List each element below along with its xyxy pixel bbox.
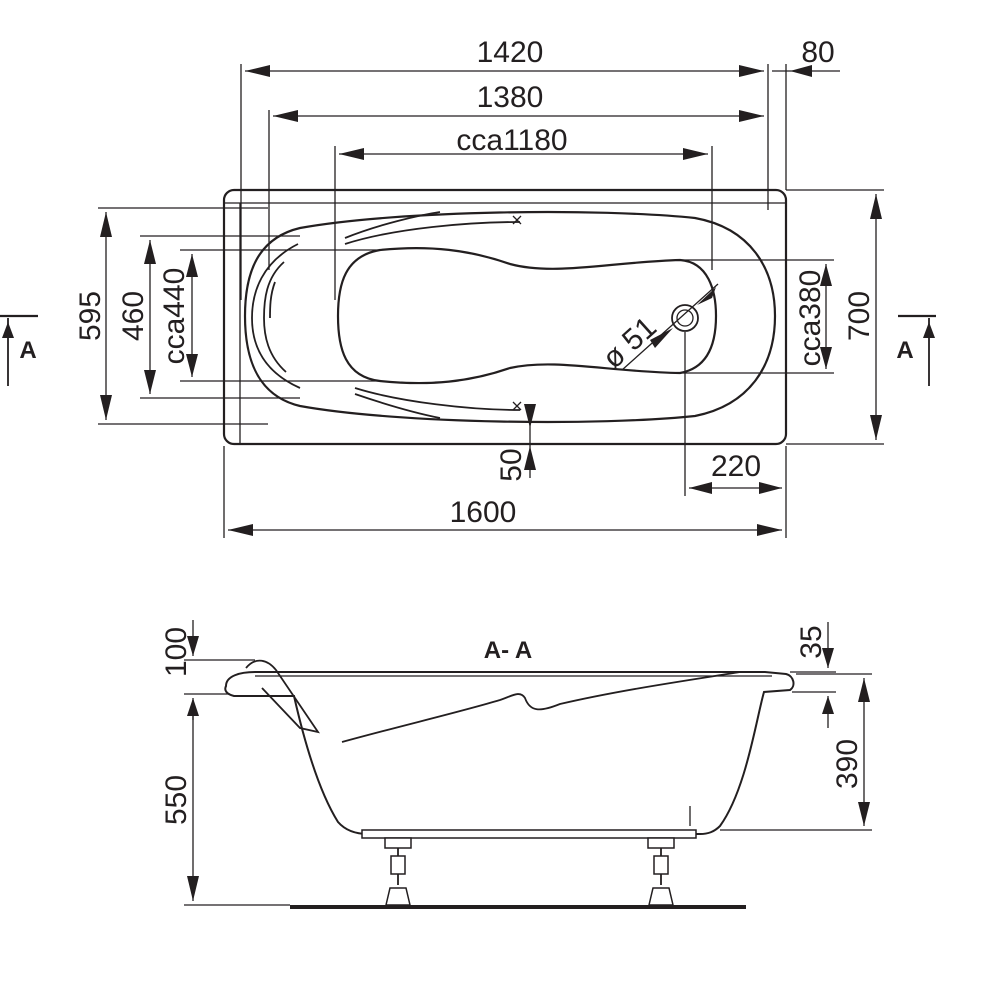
tub-outer-basin <box>243 210 777 424</box>
section-view: A- A 100 <box>160 620 872 909</box>
svg-text:A: A <box>19 337 36 364</box>
floor-line <box>290 905 746 909</box>
dim-cca380: cca380 <box>794 270 827 367</box>
tub-outer-rim <box>222 188 788 446</box>
tub-section-body <box>224 671 795 835</box>
support-leg-right <box>647 837 675 906</box>
dim-390: 390 <box>831 739 864 789</box>
dim-drain-diameter: ø 51 <box>596 311 663 376</box>
dim-80: 80 <box>801 36 834 69</box>
dim-220: 220 <box>711 450 761 483</box>
dim-35: 35 <box>795 625 828 658</box>
tub-base-plate <box>361 829 697 839</box>
section-marker-left: A <box>0 314 38 386</box>
dim-cca440: cca440 <box>158 268 191 365</box>
top-view: 1420 80 1380 cca1180 1600 220 <box>0 36 936 538</box>
svg-text:A: A <box>896 337 913 364</box>
dim-cca1180: cca1180 <box>456 124 567 157</box>
dim-100: 100 <box>160 627 193 677</box>
tub-inner-bottom <box>336 247 718 385</box>
section-marker-right: A <box>896 314 936 386</box>
dim-550: 550 <box>160 775 193 825</box>
dim-700: 700 <box>843 291 876 341</box>
dim-1600: 1600 <box>450 496 517 529</box>
dim-50: 50 <box>495 448 528 481</box>
dim-460: 460 <box>117 291 150 341</box>
dim-1420: 1420 <box>477 36 544 69</box>
drain-icon <box>671 304 699 332</box>
section-title: A- A <box>484 637 532 664</box>
dim-595: 595 <box>74 291 107 341</box>
support-leg-left <box>384 837 412 906</box>
dim-1380: 1380 <box>477 81 544 114</box>
